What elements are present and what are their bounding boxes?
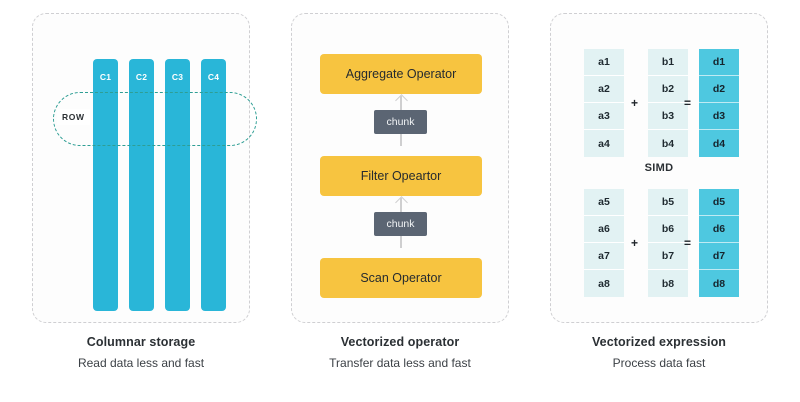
vector-cell: d6: [699, 216, 739, 243]
storage-column-label: C4: [207, 72, 220, 82]
simd-label: SIMD: [644, 162, 674, 174]
storage-column-label: C2: [135, 72, 148, 82]
caption-subtitle: Process data fast: [612, 356, 706, 370]
chunk-badge-upper: chunk: [374, 110, 427, 134]
operator-box-filter: Filter Opeartor: [320, 156, 482, 196]
caption-title: Columnar storage: [86, 335, 196, 349]
storage-column-label: C1: [99, 72, 112, 82]
vector-cell: b5: [648, 189, 688, 216]
equals-operator-symbol: =: [684, 236, 692, 250]
caption-title: Vectorized operator: [340, 335, 460, 349]
chunk-badge-lower: chunk: [374, 212, 427, 236]
vector-cell: b6: [648, 216, 688, 243]
panel-vectorized-operator: Aggregate Operator chunk Filter Opeartor…: [291, 13, 509, 323]
caption-vectorized-expression: Vectorized expression Process data fast: [550, 334, 768, 373]
vector-a-lower: a5 a6 a7 a8: [584, 189, 624, 297]
caption-title: Vectorized expression: [591, 335, 727, 349]
row-highlight-outline: [53, 92, 257, 146]
caption-columnar-storage: Columnar storage Read data less and fast: [32, 334, 250, 373]
storage-column-c3: C3: [165, 59, 190, 311]
storage-column-c2: C2: [129, 59, 154, 311]
panel-columnar-storage: C1 C2 C3 C4 ROW: [32, 13, 257, 323]
vector-d-lower: d5 d6 d7 d8: [699, 189, 739, 297]
column-group: C1 C2 C3 C4 ROW: [33, 14, 257, 322]
vector-cell: d2: [699, 76, 739, 103]
vector-cell: d4: [699, 130, 739, 157]
plus-operator-symbol: +: [631, 236, 639, 250]
storage-column-label: C3: [171, 72, 184, 82]
vector-cell: d8: [699, 270, 739, 297]
vector-cell: b8: [648, 270, 688, 297]
equals-operator-symbol: =: [684, 96, 692, 110]
panel-vectorized-expression: a1 a2 a3 a4 + b1 b2 b3 b4 = d1 d2 d3 d4 …: [550, 13, 768, 323]
vector-cell: a3: [584, 103, 624, 130]
vector-cell: a5: [584, 189, 624, 216]
plus-operator-symbol: +: [631, 96, 639, 110]
caption-subtitle: Transfer data less and fast: [329, 356, 471, 370]
vector-d-upper: d1 d2 d3 d4: [699, 49, 739, 157]
vector-cell: a2: [584, 76, 624, 103]
row-label: ROW: [57, 109, 90, 125]
operator-box-aggregate: Aggregate Operator: [320, 54, 482, 94]
vector-cell: d5: [699, 189, 739, 216]
vector-cell: d7: [699, 243, 739, 270]
caption-vectorized-operator: Vectorized operator Transfer data less a…: [291, 334, 509, 373]
vector-cell: b1: [648, 49, 688, 76]
vector-cell: b4: [648, 130, 688, 157]
caption-subtitle: Read data less and fast: [77, 356, 205, 370]
vector-cell: a4: [584, 130, 624, 157]
storage-column-c1: C1: [93, 59, 118, 311]
vector-a-upper: a1 a2 a3 a4: [584, 49, 624, 157]
vector-cell: a8: [584, 270, 624, 297]
operator-box-scan: Scan Operator: [320, 258, 482, 298]
vector-cell: a6: [584, 216, 624, 243]
vector-cell: d1: [699, 49, 739, 76]
vector-b-lower: b5 b6 b7 b8: [648, 189, 688, 297]
vector-cell: a1: [584, 49, 624, 76]
vector-b-upper: b1 b2 b3 b4: [648, 49, 688, 157]
vector-cell: d3: [699, 103, 739, 130]
vector-cell: b3: [648, 103, 688, 130]
vector-cell: a7: [584, 243, 624, 270]
vector-cell: b7: [648, 243, 688, 270]
storage-column-c4: C4: [201, 59, 226, 311]
vector-cell: b2: [648, 76, 688, 103]
